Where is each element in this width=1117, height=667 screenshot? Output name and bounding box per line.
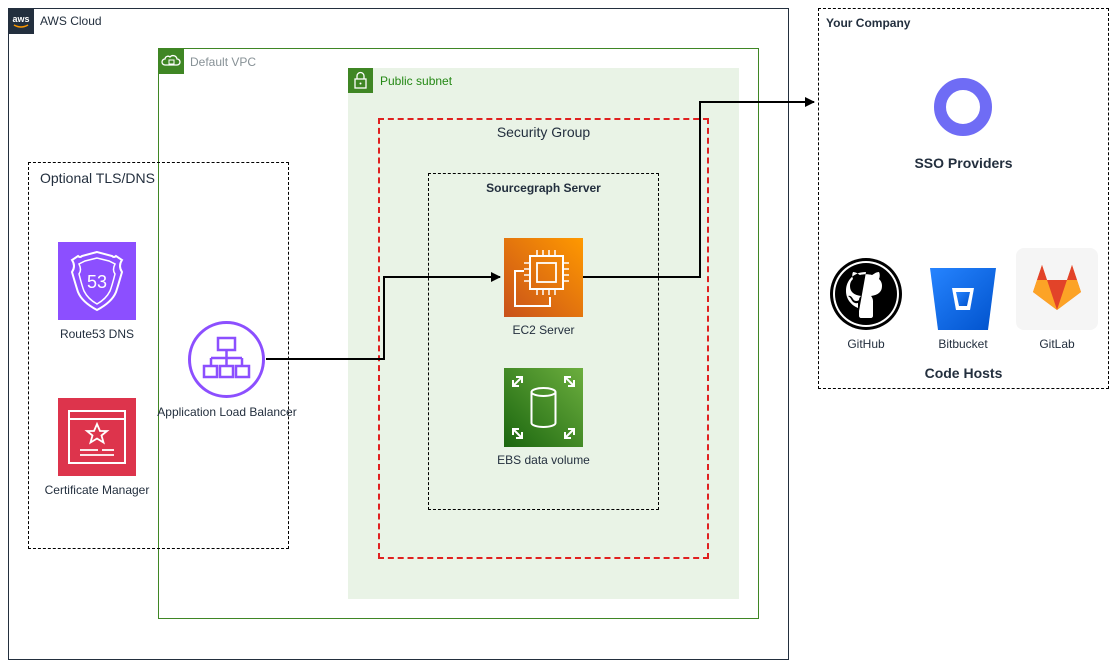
ebs-icon[interactable] bbox=[504, 368, 583, 447]
route53-icon[interactable]: 53 bbox=[58, 242, 136, 320]
aws-logo-text: aws bbox=[12, 14, 29, 24]
server-title: Sourcegraph Server bbox=[486, 181, 601, 195]
ec2-to-company-connector bbox=[583, 97, 815, 278]
aws-logo-icon: aws bbox=[8, 8, 34, 34]
route53-badge: 53 bbox=[87, 272, 107, 292]
load-balancer-icon[interactable] bbox=[187, 320, 266, 399]
code-hosts-title: Code Hosts bbox=[924, 365, 1003, 381]
aws-cloud-group bbox=[8, 8, 789, 660]
bitbucket-label: Bitbucket bbox=[938, 337, 988, 351]
subnet-title: Public subnet bbox=[380, 74, 453, 88]
gitlab-label: GitLab bbox=[1039, 337, 1075, 351]
security-group bbox=[378, 118, 709, 559]
optional-title: Optional TLS/DNS bbox=[40, 170, 155, 186]
gitlab-icon[interactable] bbox=[1016, 248, 1098, 330]
route53-label: Route53 DNS bbox=[59, 327, 135, 341]
alb-to-ec2-connector bbox=[266, 272, 501, 360]
github-icon[interactable] bbox=[828, 256, 904, 332]
ec2-label: EC2 Server bbox=[512, 323, 575, 337]
security-group-title: Security Group bbox=[496, 124, 591, 140]
sso-ring-icon[interactable] bbox=[933, 77, 993, 137]
vpc-title: Default VPC bbox=[190, 55, 257, 69]
ebs-label: EBS data volume bbox=[497, 453, 590, 467]
github-label: GitHub bbox=[847, 337, 885, 351]
ec2-icon[interactable] bbox=[504, 238, 583, 317]
optional-tls-dns-group bbox=[28, 162, 289, 549]
vpc-group bbox=[158, 48, 759, 619]
aws-cloud-title: AWS Cloud bbox=[40, 14, 102, 28]
certificate-manager-icon[interactable] bbox=[58, 398, 136, 476]
company-title: Your Company bbox=[826, 16, 911, 30]
subnet-lock-icon bbox=[348, 68, 373, 93]
certificate-manager-label: Certificate Manager bbox=[44, 483, 150, 497]
bitbucket-icon[interactable] bbox=[928, 266, 998, 332]
vpc-icon bbox=[158, 48, 184, 74]
public-subnet-group bbox=[348, 68, 739, 599]
load-balancer-label: Application Load Balancer bbox=[157, 405, 297, 419]
sso-label: SSO Providers bbox=[914, 155, 1013, 171]
sourcegraph-server-group bbox=[428, 173, 659, 510]
company-group bbox=[818, 8, 1109, 389]
